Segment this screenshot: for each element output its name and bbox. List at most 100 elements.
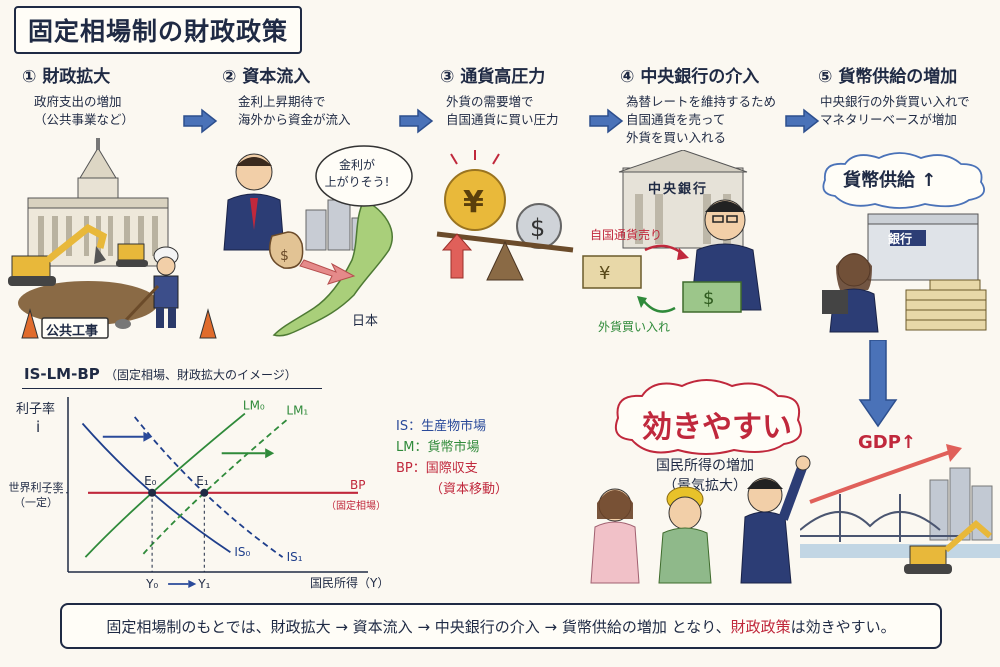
chart-legend: IS：生産物市場 LM：貨幣市場 BP：国際収支 （資本移動） bbox=[396, 416, 508, 500]
step-4-heading: ④ 中央銀行の介入 bbox=[620, 67, 760, 87]
svg-text:¥: ¥ bbox=[463, 185, 484, 220]
equilibrium-point-1 bbox=[200, 488, 209, 497]
bridge-icon bbox=[800, 494, 960, 542]
step-1-desc: 政府支出の増加 （公共事業など） bbox=[34, 93, 192, 129]
money-supply-cloud bbox=[822, 152, 985, 209]
income-increase-line1: 国民所得の増加 bbox=[656, 458, 754, 474]
chart-title-main: IS-LM-BP bbox=[24, 365, 100, 383]
construction-worker-icon bbox=[115, 246, 179, 329]
legend-bp-text: 国際収支 bbox=[425, 461, 478, 476]
central-bank-sign: 中央銀行 bbox=[648, 182, 709, 197]
step-2-title: 資本流入 bbox=[242, 67, 311, 87]
is-shift-arrowhead bbox=[143, 431, 153, 442]
buy-arrow-icon bbox=[642, 299, 676, 313]
summary-box: 固定相場制のもとでは、財政拡大 → 資本流入 → 中央銀行の介入 → 貨幣供給の… bbox=[60, 603, 942, 649]
svg-text:$: $ bbox=[703, 288, 714, 309]
output-shift-arrowhead bbox=[188, 580, 197, 588]
inflow-arrow-icon bbox=[299, 259, 356, 285]
summary-end: は効きやすい。 bbox=[790, 617, 896, 636]
excavator-icon bbox=[8, 223, 108, 286]
curve-label-2: LM₀ bbox=[243, 399, 265, 413]
yen-coin-icon: ¥ bbox=[444, 169, 506, 231]
step-1-heading: ① 財政拡大 bbox=[22, 67, 111, 87]
flow-arrow-3-icon bbox=[589, 108, 624, 134]
traffic-cone-icon bbox=[199, 308, 217, 339]
curve-2 bbox=[84, 412, 246, 558]
svg-text:$: $ bbox=[280, 248, 289, 264]
money-supply-cloud-text: 貨幣供給 ↑ bbox=[843, 170, 937, 191]
speech-bubble-line2: 上がりそう! bbox=[324, 175, 390, 189]
page-title: 固定相場制の財政政策 bbox=[14, 6, 303, 54]
seesaw-fulcrum bbox=[486, 240, 524, 281]
worker-helmet-icon bbox=[658, 486, 712, 584]
traffic-cone-icon bbox=[21, 308, 39, 339]
curve-label-3: LM₁ bbox=[286, 404, 308, 418]
summary-highlight: 財政政策 bbox=[730, 617, 791, 636]
step-1-title: 財政拡大 bbox=[42, 67, 111, 87]
step-3-heading: ③ 通貨高圧力 bbox=[440, 67, 546, 87]
world-rate-line1: 世界利子率 bbox=[8, 481, 64, 494]
step-2-desc-line1: 金利上昇期待で bbox=[238, 94, 326, 109]
equilibrium-label-0: E₀ bbox=[144, 474, 157, 488]
step-3-desc-line1: 外貨の需要増で bbox=[446, 94, 534, 109]
bank-building-icon bbox=[867, 213, 979, 281]
pressure-lines-icon bbox=[450, 150, 500, 165]
bank-illustration bbox=[822, 213, 987, 333]
curve-label-0: IS₀ bbox=[234, 545, 250, 559]
legend-lm: LM：貨幣市場 bbox=[396, 440, 480, 455]
legend-bp: BP：国際収支 bbox=[396, 461, 478, 476]
chart-subtitle: （固定相場、財政拡大のイメージ） bbox=[104, 368, 297, 382]
legend-is-text: 生産物市場 bbox=[421, 419, 487, 434]
japan-label: 日本 bbox=[352, 314, 379, 329]
step-2-heading: ② 資本流入 bbox=[222, 67, 311, 87]
svg-text:¥: ¥ bbox=[599, 263, 610, 284]
speech-bubble-text: 金利が 上がりそう! bbox=[322, 157, 392, 191]
chart-title: IS-LM-BP （固定相場、財政拡大のイメージ） bbox=[24, 365, 297, 383]
japan-map-icon bbox=[272, 198, 393, 337]
step-3-desc: 外貨の需要増で 自国通貨に買い圧力 bbox=[446, 93, 600, 129]
woman-icon bbox=[590, 488, 640, 584]
legend-bp-note: （資本移動） bbox=[430, 482, 509, 497]
currency-seesaw-illustration: ¥ $ bbox=[436, 150, 574, 281]
public-works-sign bbox=[41, 317, 109, 339]
capital-inflow-illustration: $ bbox=[223, 145, 413, 337]
celebrating-people-illustration bbox=[590, 455, 811, 584]
world-rate-label: 世界利子率 （一定） bbox=[4, 480, 68, 510]
computer-monitor-icon bbox=[822, 290, 848, 314]
cash-stack-icon bbox=[905, 279, 987, 331]
step-5-title: 貨幣供給の増加 bbox=[838, 67, 958, 87]
water bbox=[800, 544, 1000, 558]
down-arrow-icon bbox=[858, 340, 898, 428]
flow-arrow-4-icon bbox=[785, 108, 820, 134]
lm-shift-arrowhead bbox=[265, 448, 275, 459]
step-3-desc-line2: 自国通貨に買い圧力 bbox=[446, 112, 559, 127]
construction-illustration bbox=[8, 138, 217, 339]
excavator-small-icon bbox=[116, 243, 148, 267]
flow-arrow-2-icon bbox=[399, 108, 434, 134]
step-5-heading: ⑤ 貨幣供給の増加 bbox=[818, 67, 958, 87]
step-1: ① 財政拡大 政府支出の増加 （公共事業など） bbox=[22, 62, 192, 129]
speech-bubble-line1: 金利が bbox=[338, 158, 375, 172]
businessman-cheering-icon bbox=[740, 455, 811, 584]
businessman-icon bbox=[223, 153, 285, 251]
yen-bills-icon: ¥ bbox=[582, 255, 642, 289]
step-2-desc-line2: 海外から資金が流入 bbox=[238, 112, 351, 127]
gdp-growth-illustration bbox=[800, 444, 1000, 574]
effective-text: 効きやすい bbox=[642, 410, 792, 445]
summary-text: 固定相場制のもとでは、財政拡大 → 資本流入 → 中央銀行の介入 → 貨幣供給の… bbox=[106, 617, 731, 636]
x-tick-label-0: Y₀ bbox=[145, 577, 158, 591]
sell-domestic-label: 自国通貨売り bbox=[590, 228, 663, 242]
dollar-bills-icon: $ bbox=[682, 281, 742, 313]
svg-text:$: $ bbox=[530, 214, 545, 242]
public-works-label: 公共工事 bbox=[46, 324, 99, 339]
step-1-desc-line1: 政府支出の増加 bbox=[34, 94, 122, 109]
bp-note: （固定相場） bbox=[326, 499, 386, 512]
step-2: ② 資本流入 金利上昇期待で 海外から資金が流入 bbox=[222, 62, 397, 129]
chart-title-underline bbox=[22, 388, 322, 389]
effective-cloud bbox=[614, 379, 802, 455]
legend-is: IS：生産物市場 bbox=[396, 419, 487, 434]
step-4-title: 中央銀行の介入 bbox=[640, 67, 760, 87]
dollar-coin-icon: $ bbox=[516, 203, 562, 249]
step-5-desc: 中央銀行の外貨買い入れで マネタリーベースが増加 bbox=[820, 93, 993, 129]
